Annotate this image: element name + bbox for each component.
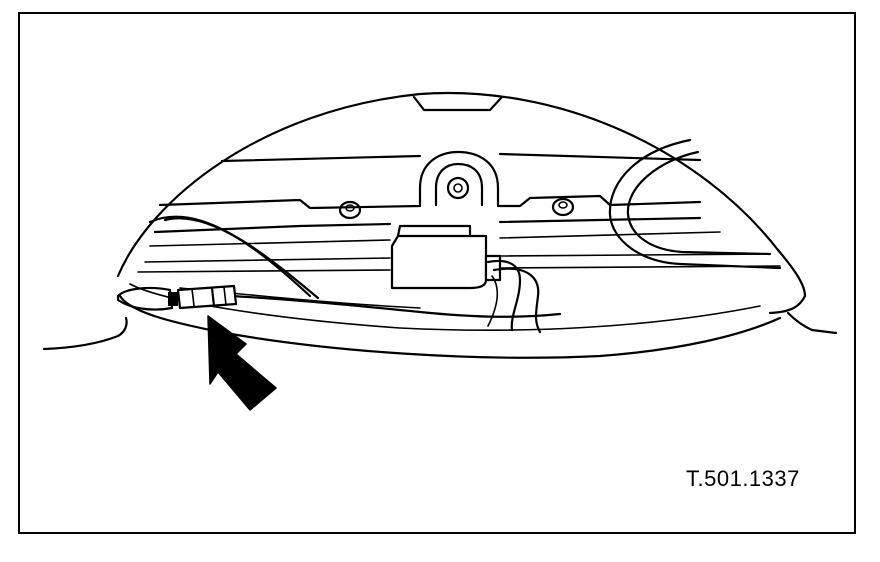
left-clip-ridge-3 [223, 286, 227, 306]
right-surface-line [786, 311, 838, 335]
center-bolt-inner [453, 183, 463, 193]
center-bolt [446, 176, 470, 200]
pointer-arrow [207, 315, 277, 411]
mounting-plate [158, 150, 702, 210]
left-bolt-inner [345, 204, 355, 212]
left-surface-line [42, 316, 128, 351]
right-cable-outer [608, 138, 782, 270]
figure-reference-code: T.501.1337 [686, 466, 800, 491]
left-clip-ridge-1 [191, 288, 195, 307]
left-socket-housing [116, 286, 174, 311]
right-bolt [551, 197, 575, 217]
right-bolt-inner [558, 201, 568, 209]
left-clip-tab [168, 292, 178, 306]
connector-block-top [396, 224, 472, 238]
connector-block [390, 234, 488, 290]
housing-dome-outline [116, 91, 807, 315]
lower-cable [230, 294, 562, 318]
wire-bundle-2 [492, 267, 542, 334]
left-clip-ridge-2 [210, 286, 216, 308]
left-bolt [338, 200, 362, 220]
top-tab [412, 95, 504, 112]
right-cable-inner [626, 150, 772, 256]
left-clip [176, 284, 238, 310]
center-boss-outer [434, 162, 484, 207]
wire-bundle-3 [487, 275, 499, 327]
inner-upper-rail [220, 152, 702, 163]
mounting-plate-bottom [149, 231, 721, 247]
mounting-plate-lower [153, 216, 702, 234]
left-cable-inner [163, 217, 320, 300]
housing-lower-lip [118, 294, 782, 359]
